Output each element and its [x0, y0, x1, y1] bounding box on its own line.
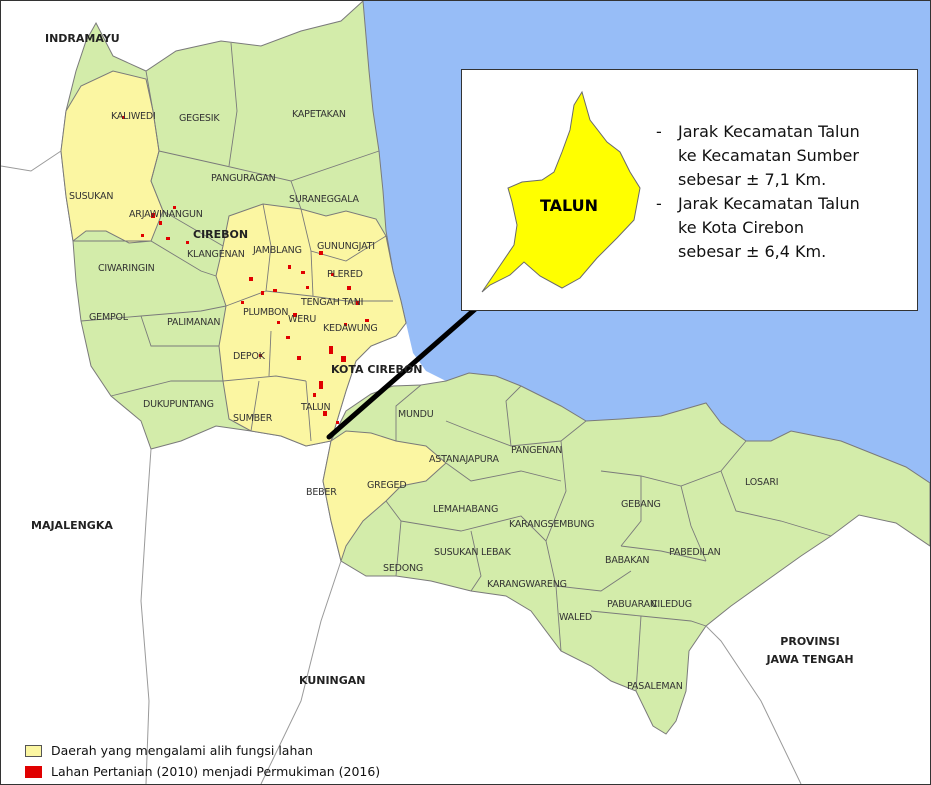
- district-label: PANGENAN: [511, 445, 563, 456]
- legend-swatch-yellow: [25, 745, 42, 757]
- inset-title: TALUN: [540, 196, 599, 215]
- district-label: SEDONG: [383, 563, 424, 574]
- district-label: GEBANG: [621, 499, 661, 510]
- district-label: PLUMBON: [243, 307, 289, 318]
- district-label: SUMBER: [233, 413, 273, 424]
- district-label: PANGURAGAN: [211, 173, 276, 184]
- legend-label: Daerah yang mengalami alih fungsi lahan: [51, 743, 313, 758]
- note-text: Jarak Kecamatan Talun ke Kota Cirebon se…: [678, 192, 860, 264]
- district-label: GEGESIK: [179, 113, 220, 124]
- district-label: KAPETAKAN: [292, 109, 346, 120]
- legend-swatch-red: [25, 766, 42, 778]
- district-label: TALUN: [301, 402, 331, 413]
- note-dash: -: [656, 122, 662, 141]
- label-majalengka: MAJALENGKA: [31, 519, 113, 532]
- label-provinsi: PROVINSI JAWA TENGAH: [749, 633, 871, 669]
- note-line: Jarak Kecamatan Talun: [678, 122, 860, 141]
- legend-label: Lahan Pertanian (2010) menjadi Permukima…: [51, 764, 381, 779]
- note-dash: -: [656, 194, 662, 213]
- label-kuningan: KUNINGAN: [299, 674, 366, 687]
- district-label: PALIMANAN: [167, 317, 221, 328]
- note-line: sebesar ± 6,4 Km.: [678, 242, 827, 261]
- district-label: PABEDILAN: [669, 547, 721, 558]
- district-label: ASTANAJAPURA: [429, 454, 499, 465]
- district-label: WALED: [559, 612, 592, 623]
- cirebon-east-land: [322, 372, 930, 735]
- district-label: TENGAH TANI: [301, 297, 364, 308]
- label-provinsi-line2: JAWA TENGAH: [766, 653, 854, 666]
- note-text: Jarak Kecamatan Talun ke Kecamatan Sumbe…: [678, 120, 860, 192]
- district-label: WERU: [288, 314, 317, 325]
- label-provinsi-line1: PROVINSI: [780, 635, 840, 648]
- district-label: DEPOK: [233, 351, 265, 362]
- talun-district-shape: [481, 90, 641, 293]
- converted-patches: [122, 116, 369, 424]
- district-label: KARANGSEMBUNG: [509, 519, 595, 530]
- note-line: ke Kota Cirebon: [678, 218, 805, 237]
- district-label: BEBER: [306, 487, 337, 498]
- district-label: GREGED: [367, 480, 407, 491]
- talun-inset-box: TALUN - Jarak Kecamatan Talun ke Kecamat…: [461, 69, 918, 311]
- label-kota-cirebon: KOTA CIREBON: [331, 363, 423, 376]
- talun-inset-shape: [481, 90, 641, 293]
- note-line: sebesar ± 7,1 Km.: [678, 170, 827, 189]
- district-label: PLERED: [327, 269, 363, 280]
- district-label: SUSUKAN: [69, 191, 114, 202]
- district-boundaries: [73, 42, 832, 692]
- district-label: KARANGWARENG: [487, 579, 567, 590]
- district-label: SUSUKAN LEBAK: [434, 547, 511, 558]
- district-label: GUNUNGJATI: [317, 241, 375, 252]
- district-label: LEMAHABANG: [433, 504, 499, 515]
- district-label: GEMPOL: [89, 312, 128, 323]
- district-label: BABAKAN: [605, 555, 650, 566]
- note-line: ke Kecamatan Sumber: [678, 146, 859, 165]
- district-label: KALIWEDI: [111, 111, 156, 122]
- district-label: PABUARAN: [607, 599, 657, 610]
- district-label: JAMBLANG: [253, 245, 302, 256]
- district-label: MUNDU: [398, 409, 434, 420]
- converted-zone-south: [322, 430, 447, 563]
- label-indramayu: INDRAMAYU: [45, 32, 120, 45]
- note-line: Jarak Kecamatan Talun: [678, 194, 860, 213]
- district-label: KLANGENAN: [187, 249, 245, 260]
- district-label: CIWARINGIN: [98, 263, 155, 274]
- district-label: LOSARI: [745, 477, 779, 488]
- district-label: SURANEGGALA: [289, 194, 359, 205]
- converted-zone-west: [60, 70, 164, 244]
- district-label: DUKUPUNTANG: [143, 399, 214, 410]
- district-label: CILEDUG: [651, 599, 692, 610]
- district-label: ARJAWINANGUN: [129, 209, 203, 220]
- neighbor-boundaries: [1, 150, 802, 784]
- label-cirebon: CIREBON: [193, 228, 249, 241]
- district-label: KEDAWUNG: [323, 323, 378, 334]
- district-label: PASALEMAN: [627, 681, 683, 692]
